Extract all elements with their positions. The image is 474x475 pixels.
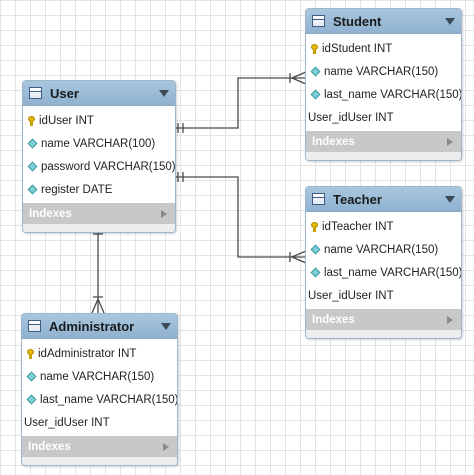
indexes-section[interactable]: Indexes <box>306 309 461 330</box>
indexes-label: Indexes <box>312 313 355 326</box>
primary-key-icon <box>27 348 34 359</box>
expand-icon[interactable] <box>447 315 453 324</box>
column-list: idUser INT name VARCHAR(100) password VA… <box>23 106 175 203</box>
column-label: password VARCHAR(150) <box>41 160 176 173</box>
column-label: User_idUser INT <box>308 289 394 302</box>
column-row[interactable]: last_name VARCHAR(150) <box>22 388 177 411</box>
column-icon <box>27 161 38 172</box>
column-row[interactable]: name VARCHAR(150) <box>306 60 461 83</box>
collapse-icon[interactable] <box>159 89 169 97</box>
indexes-label: Indexes <box>28 440 71 453</box>
column-label: User_idUser INT <box>24 416 110 429</box>
entity-footer <box>23 224 175 232</box>
entity-teacher[interactable]: Teacher idTeacher INT name VARCHAR(150) … <box>305 186 462 339</box>
indexes-label: Indexes <box>29 207 72 220</box>
collapse-icon[interactable] <box>445 195 455 203</box>
column-label: name VARCHAR(150) <box>40 370 155 383</box>
column-row[interactable]: last_name VARCHAR(150) <box>306 83 461 106</box>
primary-key-icon <box>311 221 318 232</box>
entity-header[interactable]: Student <box>306 9 461 34</box>
relation-user-teacher <box>174 172 307 264</box>
entity-user[interactable]: User idUser INT name VARCHAR(100) passwo… <box>22 80 176 233</box>
table-icon <box>312 193 325 205</box>
column-label: register DATE <box>41 183 113 196</box>
column-row[interactable]: User_idUser INT <box>306 284 461 307</box>
indexes-section[interactable]: Indexes <box>306 131 461 152</box>
column-row[interactable]: password VARCHAR(150) <box>23 155 175 178</box>
column-icon <box>310 267 321 278</box>
entity-header[interactable]: Teacher <box>306 187 461 212</box>
column-row[interactable]: idStudent INT <box>306 37 461 60</box>
entity-footer <box>22 457 177 465</box>
column-list: idTeacher INT name VARCHAR(150) last_nam… <box>306 212 461 309</box>
expand-icon[interactable] <box>163 442 169 451</box>
relation-user-student <box>174 71 307 133</box>
collapse-icon[interactable] <box>161 322 171 330</box>
entity-header[interactable]: User <box>23 81 175 106</box>
column-label: User_idUser INT <box>308 111 394 124</box>
table-icon <box>28 320 41 332</box>
column-row[interactable]: name VARCHAR(150) <box>22 365 177 388</box>
entity-footer <box>306 330 461 338</box>
column-row[interactable]: register DATE <box>23 178 175 201</box>
column-row[interactable]: idTeacher INT <box>306 215 461 238</box>
column-list: idStudent INT name VARCHAR(150) last_nam… <box>306 34 461 131</box>
indexes-label: Indexes <box>312 135 355 148</box>
indexes-section[interactable]: Indexes <box>22 436 177 457</box>
entity-administrator[interactable]: Administrator idAdministrator INT name V… <box>21 313 178 466</box>
column-label: name VARCHAR(150) <box>324 65 439 78</box>
entity-footer <box>306 152 461 160</box>
column-label: last_name VARCHAR(150) <box>324 266 462 279</box>
entity-title: User <box>50 85 79 101</box>
column-icon <box>26 371 37 382</box>
column-icon <box>27 184 38 195</box>
entity-student[interactable]: Student idStudent INT name VARCHAR(150) … <box>305 8 462 161</box>
column-icon <box>27 138 38 149</box>
relation-user-administrator <box>91 224 105 314</box>
column-icon <box>310 244 321 255</box>
column-icon <box>310 66 321 77</box>
column-icon <box>310 89 321 100</box>
column-label: idAdministrator INT <box>38 347 137 360</box>
column-label: name VARCHAR(100) <box>41 137 156 150</box>
column-label: name VARCHAR(150) <box>324 243 439 256</box>
column-row[interactable]: idUser INT <box>23 109 175 132</box>
table-icon <box>312 15 325 27</box>
entity-title: Student <box>333 13 382 29</box>
column-label: idStudent INT <box>322 42 393 55</box>
collapse-icon[interactable] <box>445 17 455 25</box>
column-row[interactable]: name VARCHAR(100) <box>23 132 175 155</box>
column-row[interactable]: User_idUser INT <box>22 411 177 434</box>
column-label: last_name VARCHAR(150) <box>324 88 462 101</box>
column-label: last_name VARCHAR(150) <box>40 393 178 406</box>
column-row[interactable]: idAdministrator INT <box>22 342 177 365</box>
column-row[interactable]: User_idUser INT <box>306 106 461 129</box>
entity-title: Administrator <box>49 318 135 334</box>
entity-header[interactable]: Administrator <box>22 314 177 339</box>
expand-icon[interactable] <box>161 209 167 218</box>
column-row[interactable]: name VARCHAR(150) <box>306 238 461 261</box>
table-icon <box>29 87 42 99</box>
column-icon <box>26 394 37 405</box>
entity-title: Teacher <box>333 191 382 207</box>
expand-icon[interactable] <box>447 137 453 146</box>
primary-key-icon <box>28 115 35 126</box>
column-row[interactable]: last_name VARCHAR(150) <box>306 261 461 284</box>
column-label: idTeacher INT <box>322 220 394 233</box>
column-list: idAdministrator INT name VARCHAR(150) la… <box>22 339 177 436</box>
column-label: idUser INT <box>39 114 94 127</box>
primary-key-icon <box>311 43 318 54</box>
indexes-section[interactable]: Indexes <box>23 203 175 224</box>
